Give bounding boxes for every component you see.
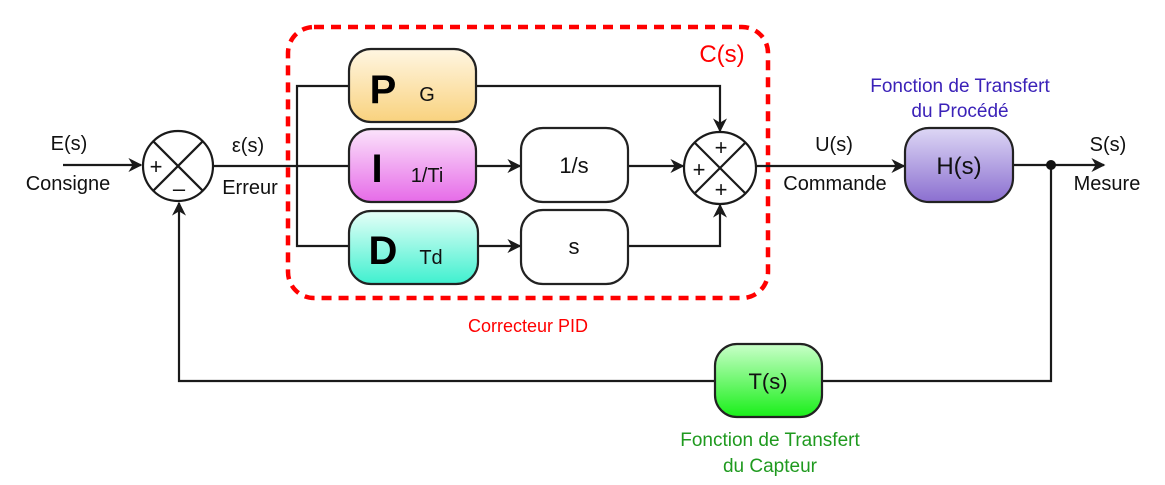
- sensor-block: T(s): [713, 342, 824, 419]
- d-letter: D: [369, 229, 398, 273]
- p-param: G: [419, 84, 435, 106]
- feedback-wire-left: [172, 201, 715, 383]
- process-block-label: H(s): [936, 153, 981, 180]
- input-name-label: Consigne: [26, 173, 111, 195]
- pid-corrector-boundary: [285, 24, 771, 301]
- process-block: H(s): [903, 126, 1015, 204]
- integrator-label: 1/s: [559, 153, 588, 178]
- process-caption-line1: Fonction de Transfert: [870, 76, 1050, 97]
- p-letter: P: [370, 68, 397, 112]
- junction2-left-plus: +: [693, 157, 706, 182]
- junction1-minus-sign: –: [173, 176, 186, 201]
- i-letter: I: [371, 147, 382, 191]
- p-block: P G: [347, 47, 478, 124]
- branch-point: [1046, 160, 1056, 170]
- error-name-label: Erreur: [222, 177, 278, 199]
- command-signal-label: U(s): [815, 134, 853, 156]
- input-signal-label: E(s): [51, 133, 88, 155]
- feedback-wire-right: [822, 165, 1053, 383]
- output-signal-label: S(s): [1090, 134, 1127, 156]
- error-signal-label: ε(s): [232, 135, 264, 157]
- derivator-block: s: [519, 208, 630, 286]
- i-block: I 1/Ti: [347, 127, 478, 204]
- junction2-bottom-plus: +: [715, 177, 728, 202]
- d-block: D Td: [347, 209, 480, 286]
- p-output-wire: [476, 84, 727, 133]
- junction2-top-plus: +: [715, 135, 728, 160]
- sensor-block-label: T(s): [748, 369, 787, 394]
- summing-junction-2: + + +: [682, 130, 758, 206]
- pid-title: C(s): [699, 41, 744, 68]
- pid-caption: Correcteur PID: [468, 316, 588, 336]
- process-caption-line2: du Procédé: [911, 101, 1008, 122]
- output-name-label: Mesure: [1074, 173, 1141, 195]
- sensor-caption-line1: Fonction de Transfert: [680, 430, 860, 451]
- d-branch-wire: [295, 166, 349, 248]
- derivator-output-wire: [628, 203, 727, 248]
- p-branch-wire: [295, 84, 349, 166]
- i-param: 1/Ti: [411, 165, 444, 187]
- derivator-label: s: [569, 234, 580, 259]
- d-param: Td: [419, 247, 442, 269]
- sensor-caption-line2: du Capteur: [723, 456, 818, 477]
- junction1-plus-sign: +: [150, 154, 163, 179]
- summing-junction-1: + –: [141, 129, 215, 203]
- integrator-block: 1/s: [519, 126, 630, 204]
- command-name-label: Commande: [783, 173, 886, 195]
